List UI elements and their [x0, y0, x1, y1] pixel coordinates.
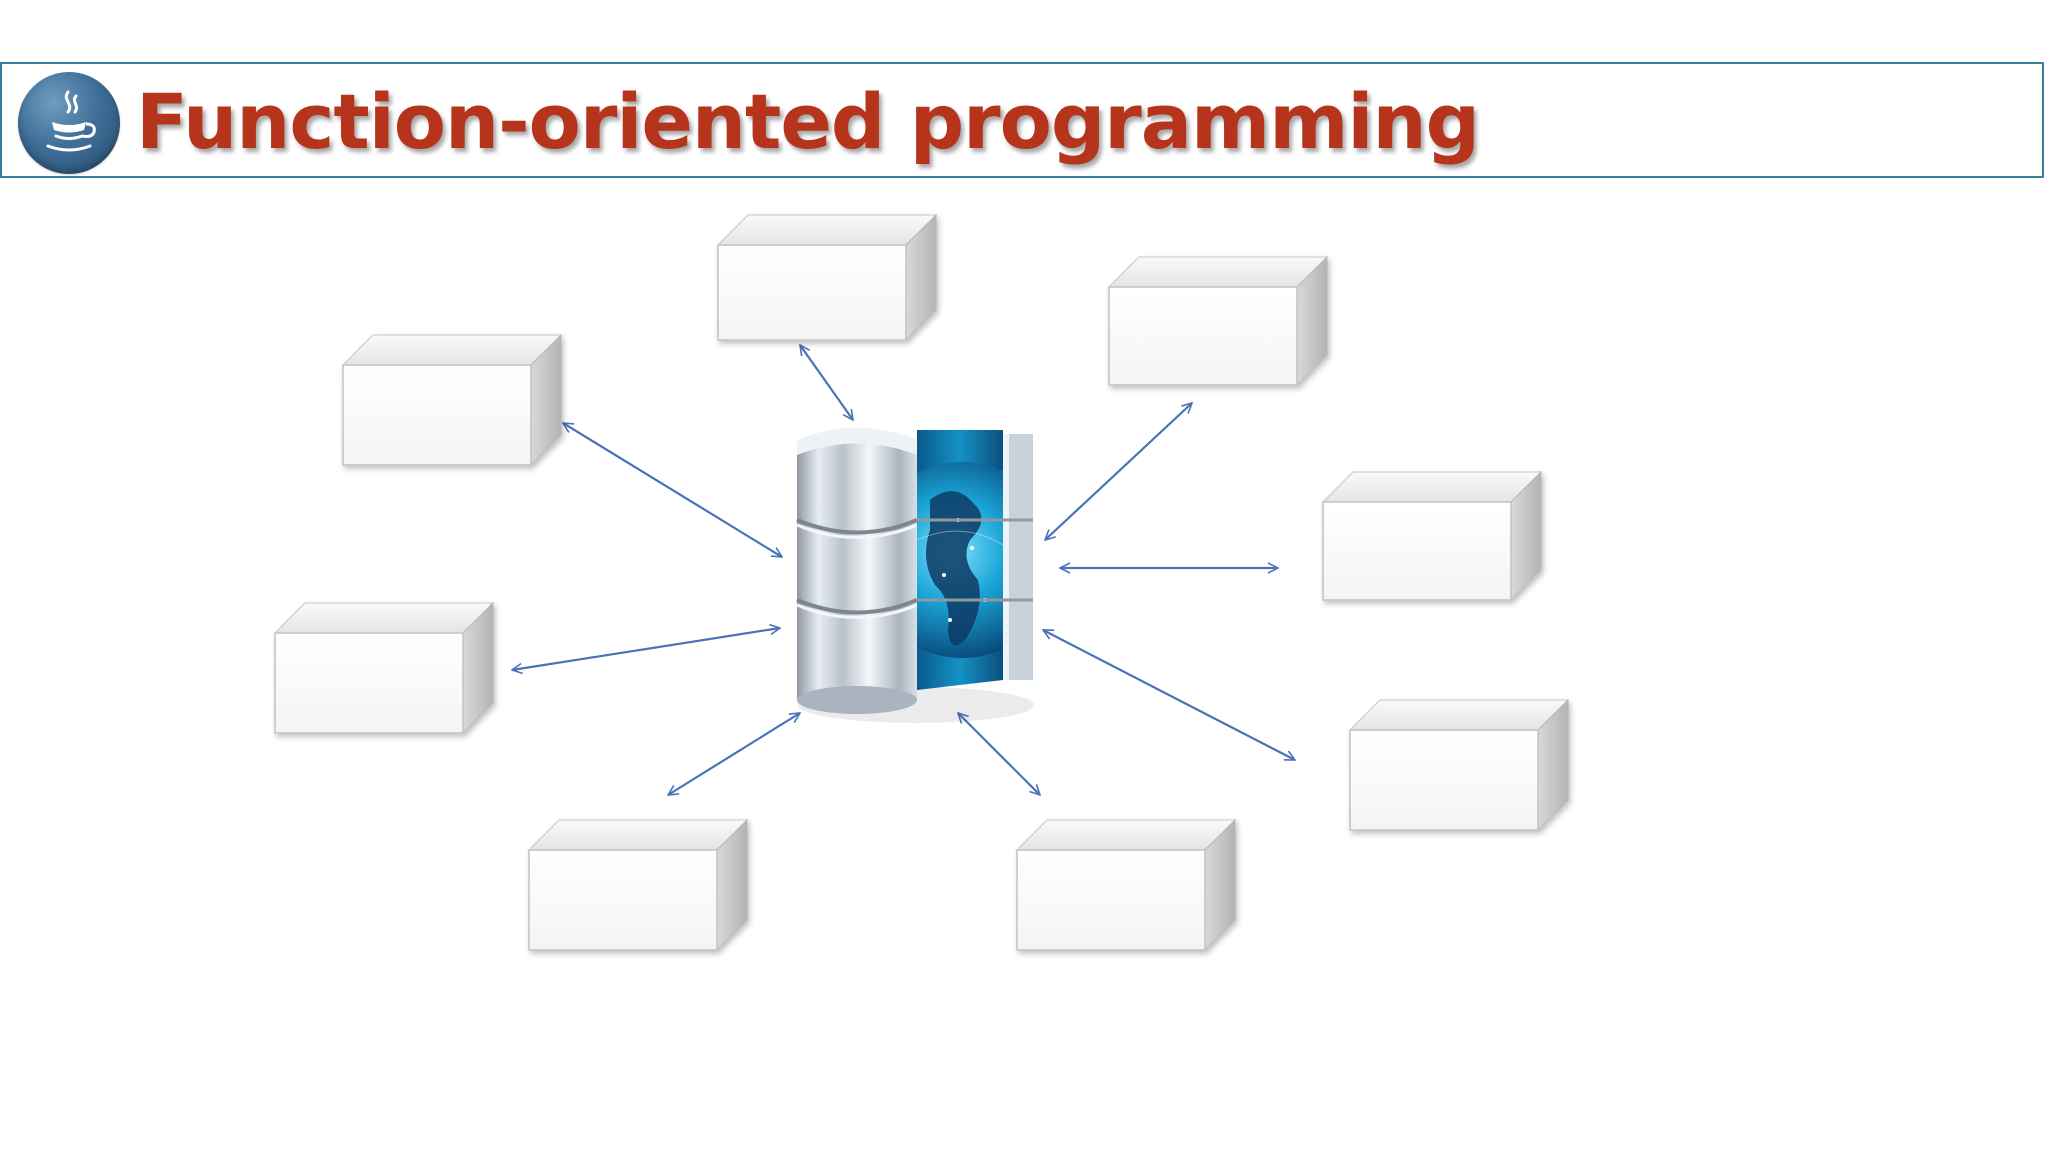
database-globe-icon [796, 427, 1034, 723]
function-box-bottom-left [527, 818, 749, 952]
function-box-bottom-right [1015, 818, 1237, 952]
function-box-front-face [342, 364, 532, 466]
function-box-top-face [1348, 699, 1570, 731]
connector-arrow-top [800, 345, 853, 420]
connector-arrow-left [512, 628, 780, 670]
title-bar: Function-oriented programming [0, 62, 2044, 178]
function-box-upper-right [1107, 255, 1329, 387]
function-box-left [273, 601, 495, 735]
function-box-front-face [1322, 501, 1512, 601]
java-coffee-cup-icon [18, 72, 120, 174]
function-boxes [273, 213, 1570, 952]
connector-arrow-lower-right [1043, 629, 1295, 761]
connector-arrow-bottom-right [958, 713, 1040, 795]
function-box-top-face [527, 819, 749, 851]
function-box-upper-left [341, 333, 563, 467]
function-box-front-face [274, 632, 464, 734]
function-box-top-face [716, 214, 938, 246]
function-box-front-face [1349, 729, 1539, 831]
function-box-front-face [1016, 849, 1206, 951]
connector-arrow-bottom-left [668, 713, 800, 795]
function-box-front-face [1108, 286, 1298, 386]
function-box-top-face [341, 334, 563, 366]
function-box-right [1321, 470, 1543, 602]
connector-arrow-upper-right [1045, 403, 1192, 540]
function-box-top-face [1321, 471, 1543, 503]
page-title: Function-oriented programming [136, 77, 1480, 166]
connector-arrows [512, 345, 1295, 795]
function-box-lower-right [1348, 698, 1570, 832]
function-box-top-face [273, 602, 495, 634]
function-box-front-face [528, 849, 718, 951]
function-box-top [716, 213, 938, 342]
function-box-front-face [717, 244, 907, 341]
function-box-top-face [1107, 256, 1329, 288]
connector-arrow-upper-left [563, 422, 782, 558]
function-box-top-face [1015, 819, 1237, 851]
